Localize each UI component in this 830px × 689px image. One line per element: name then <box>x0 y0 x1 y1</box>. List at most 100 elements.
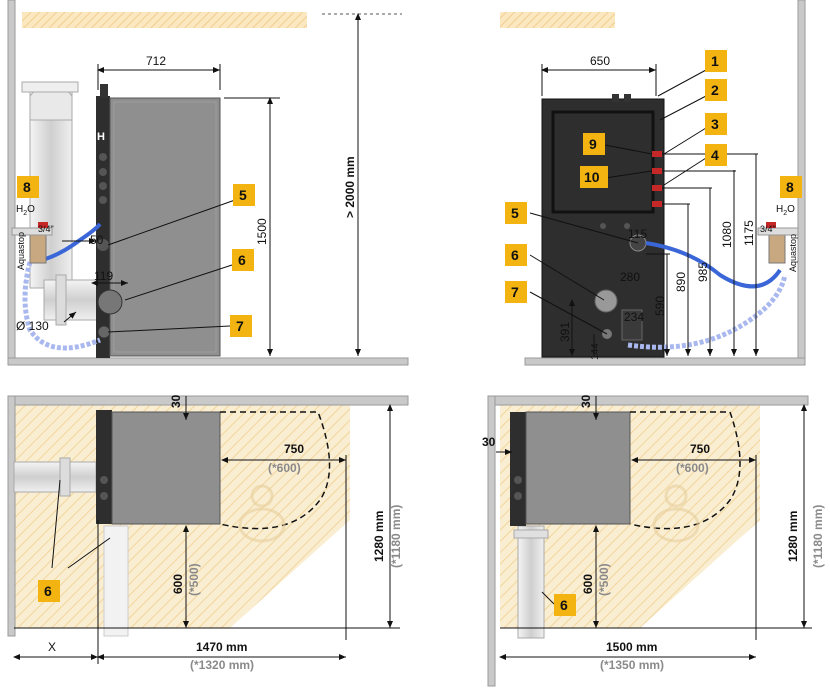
side-wall <box>7 0 16 366</box>
plan-right-door-swing <box>629 411 741 530</box>
plan-left-dim-30: 30 <box>169 394 183 408</box>
callout-6-plan-right: 6 <box>554 594 576 616</box>
svg-text:5: 5 <box>511 205 519 221</box>
front-dim-1080: 1080 <box>720 221 734 248</box>
svg-text:9: 9 <box>589 136 597 152</box>
side-dim-119: 119 <box>94 269 113 283</box>
svg-text:6: 6 <box>560 597 568 613</box>
service-person-icon-right <box>652 484 700 543</box>
plan-right-dim-1180-alt: (*1180 mm) <box>811 505 825 568</box>
svg-text:8: 8 <box>23 179 31 195</box>
plan-left-dim-600: 600 <box>171 574 185 594</box>
plan-left-dim-600-alt: (*600) <box>268 461 301 475</box>
plan-left-dim-1320-alt: (*1320 mm) <box>190 658 254 672</box>
side-dim-50: 50 <box>90 233 104 247</box>
plan-left-dim-750: 750 <box>284 442 304 456</box>
front-thread-label: 3/4" <box>760 224 776 234</box>
side-dim-ceiling: > 2000 mm <box>343 156 357 218</box>
svg-text:4: 4 <box>711 147 719 163</box>
callout-2: 2 <box>705 79 727 101</box>
plan-left-dim-1180-alt: (*1180 mm) <box>389 505 403 568</box>
plan-right-dim-750: 750 <box>690 442 710 456</box>
callout-6-front: 6 <box>505 244 527 266</box>
plan-right-boiler <box>525 411 631 525</box>
aquastop-valve-icon <box>11 222 53 264</box>
front-dim-985: 985 <box>696 262 710 282</box>
boiler-badge: H <box>97 131 105 143</box>
plan-right-dim-600-alt: (*600) <box>676 461 709 475</box>
front-dim-1175: 1175 <box>742 220 756 246</box>
callout-7-side: 7 <box>230 315 252 337</box>
plan-right-dim-30-side: 30 <box>482 435 496 449</box>
callout-4: 4 <box>705 144 727 166</box>
callout-10: 10 <box>580 166 608 188</box>
side-floor <box>7 357 409 366</box>
callout-6-side: 6 <box>232 249 254 271</box>
callout-8-side: 8 <box>17 176 39 198</box>
plan-right-dim-500-alt: (*500) <box>597 563 611 596</box>
plan-left-door-swing <box>219 411 331 530</box>
service-person-icon <box>238 484 286 543</box>
front-dim-890: 890 <box>674 272 688 292</box>
front-dim-280: 280 <box>620 270 640 284</box>
plan-right-view: 30 30 750 (*600) 600 (*500) 1280 mm (*11… <box>482 394 825 687</box>
svg-text:3: 3 <box>711 116 719 132</box>
callout-6-plan-left: 6 <box>38 580 60 602</box>
water-hose <box>41 222 102 262</box>
callout-1: 1 <box>705 50 727 72</box>
plan-left-boiler-panel <box>96 410 112 524</box>
plan-left-view: 30 750 (*600) 600 (*500) 1280 mm (*1180 … <box>7 394 409 672</box>
front-dim-115: 115 <box>628 227 647 241</box>
svg-text:1: 1 <box>711 53 719 69</box>
front-aquastop-valve-icon <box>757 222 799 264</box>
plan-left-top-wall <box>7 395 409 406</box>
svg-text:7: 7 <box>511 284 519 300</box>
svg-text:6: 6 <box>44 583 52 599</box>
callout-5-side: 5 <box>233 184 255 206</box>
side-thread-label: 3/4" <box>38 224 54 234</box>
side-view: H H2O 3/4" Aquastop 712 1500 > 2000 mm 5 <box>7 0 409 366</box>
ceiling-hatch <box>22 12 307 28</box>
plan-right-dim-600: 600 <box>581 574 595 594</box>
svg-text:2: 2 <box>711 82 719 98</box>
front-water-hose <box>645 241 782 289</box>
boiler-side-body <box>109 97 221 357</box>
front-dim-234: 234 <box>624 310 644 324</box>
svg-text:10: 10 <box>584 169 600 185</box>
callout-8-front: 8 <box>780 176 802 198</box>
plan-left-dim-1470: 1470 mm <box>196 640 247 654</box>
svg-text:8: 8 <box>786 179 794 195</box>
side-dim-width: 712 <box>146 54 166 68</box>
water-hose-light <box>22 261 101 351</box>
svg-text:5: 5 <box>239 187 247 203</box>
front-dim-width: 650 <box>590 54 610 68</box>
svg-text:6: 6 <box>511 247 519 263</box>
front-dim-590: 590 <box>653 296 667 316</box>
plan-left-dim-x: X <box>48 640 56 654</box>
plan-left-flue-ghost <box>103 525 129 637</box>
front-dim-391: 391 <box>558 322 572 342</box>
side-h2o-label: H2O <box>16 204 35 217</box>
callout-5-front: 5 <box>505 202 527 224</box>
plan-right-flue <box>517 525 545 639</box>
plan-left-dim-500-alt: (*500) <box>187 563 201 596</box>
front-water-hose-light <box>627 274 788 350</box>
front-h2o-label: H2O <box>776 204 795 217</box>
plan-right-dim-1350-alt: (*1350 mm) <box>600 658 664 672</box>
svg-text:6: 6 <box>238 252 246 268</box>
plan-right-side-wall <box>487 395 496 687</box>
front-floor <box>524 357 806 366</box>
plan-right-dim-30-top: 30 <box>579 394 593 408</box>
plan-left-side-wall <box>7 395 16 637</box>
front-dim-144: 144 <box>590 343 601 360</box>
callout-7-front: 7 <box>505 281 527 303</box>
front-view: H2O 3/4" Aquastop 650 115 280 234 391 14… <box>500 0 806 366</box>
plan-right-boiler-panel <box>510 412 526 526</box>
side-dim-flue: Ø 130 <box>16 319 49 333</box>
plan-right-dim-1280: 1280 mm <box>786 511 800 562</box>
callout-9: 9 <box>583 133 605 155</box>
plan-left-boiler <box>111 411 221 525</box>
plan-left-flue <box>13 461 97 493</box>
callout-3: 3 <box>705 113 727 135</box>
